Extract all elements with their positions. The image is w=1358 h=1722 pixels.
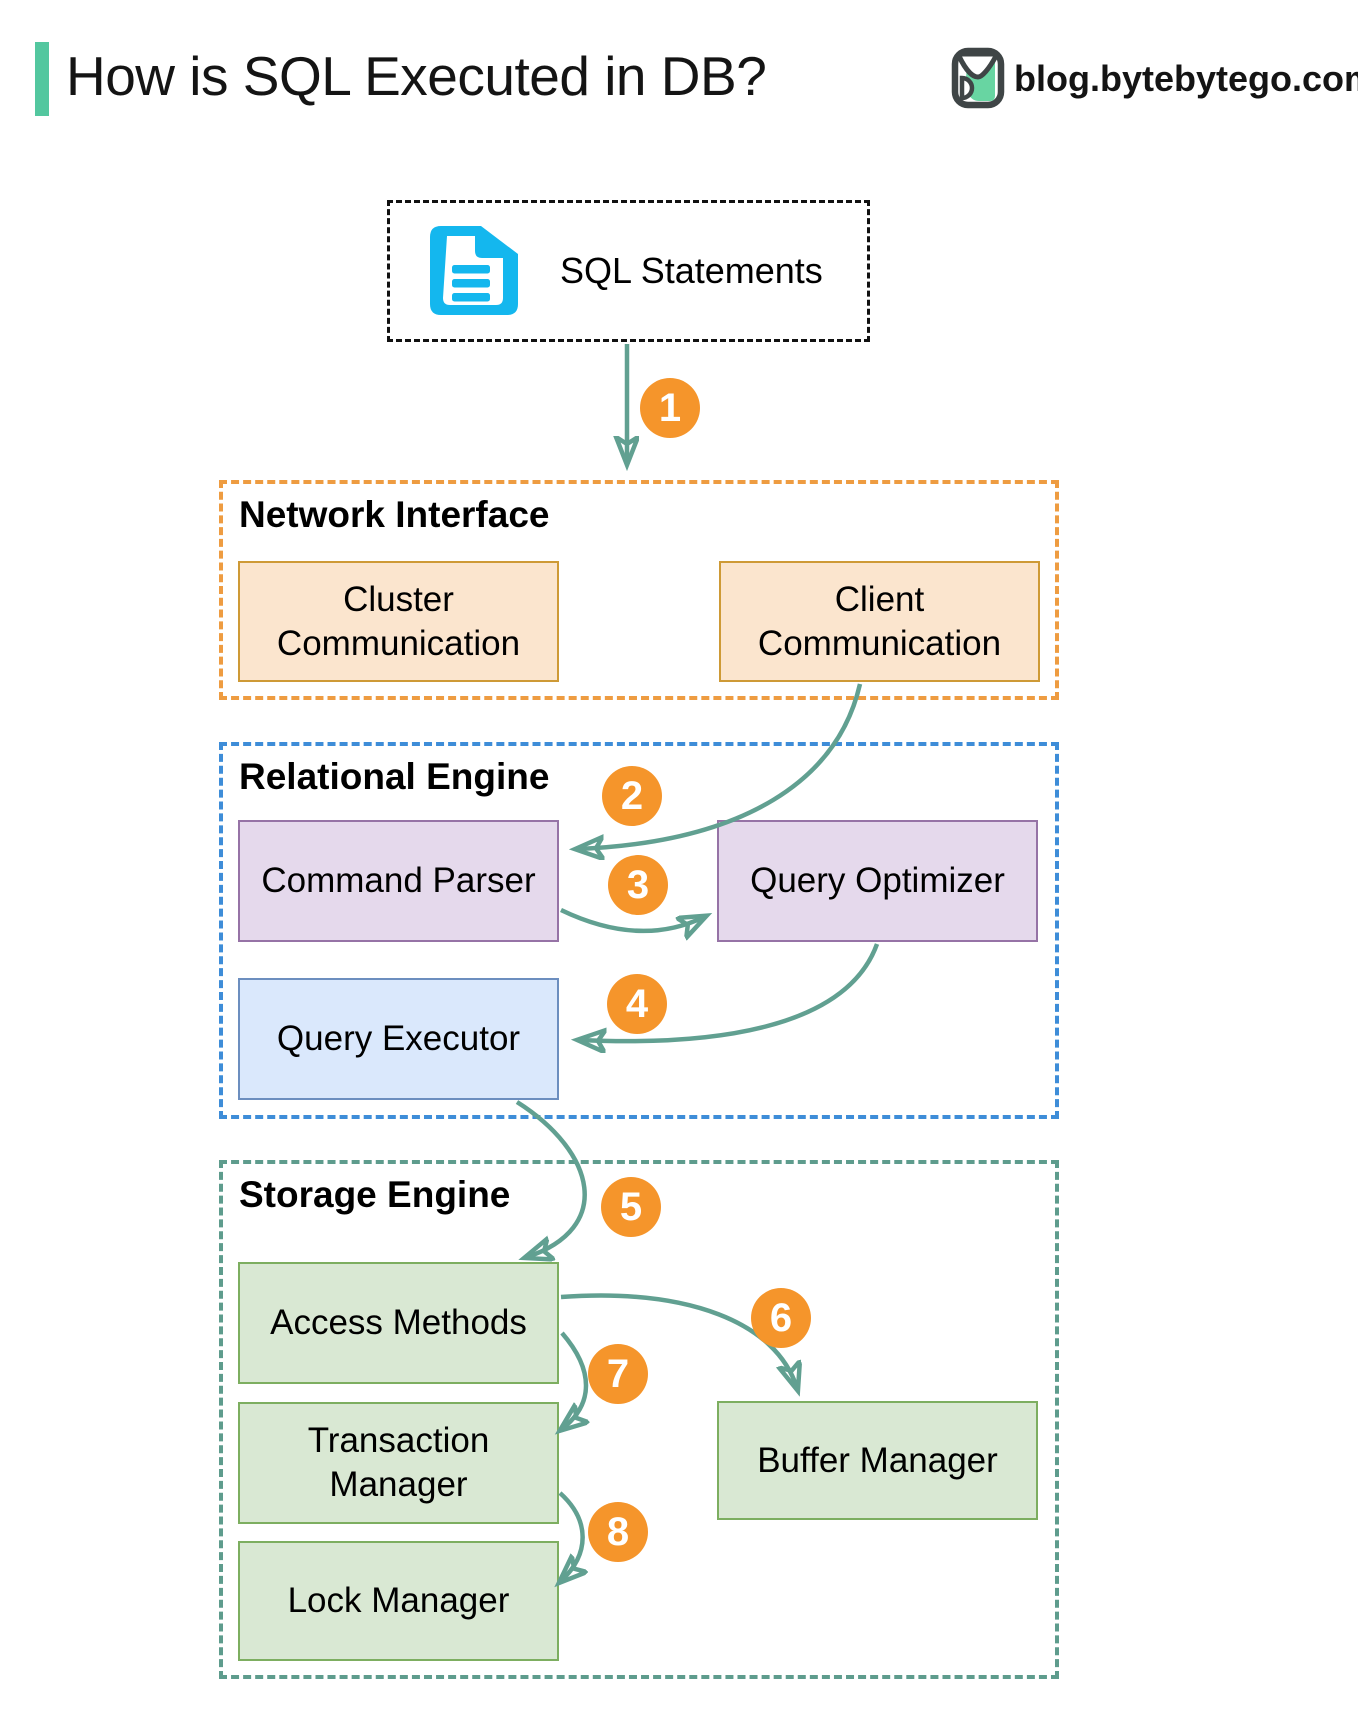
- page-title: How is SQL Executed in DB?: [66, 45, 767, 107]
- box-access-methods: Access Methods: [238, 1262, 559, 1384]
- group-label-storage-engine: Storage Engine: [239, 1174, 511, 1215]
- box-cluster-communication: Cluster Communication: [238, 561, 559, 682]
- box-label: Cluster Communication: [276, 579, 521, 663]
- group-relational-engine: Relational Engine: [219, 742, 1059, 1119]
- box-label: Query Optimizer: [750, 861, 1005, 900]
- bytebytego-logo-icon: [951, 47, 1005, 109]
- box-label: Access Methods: [270, 1303, 527, 1342]
- step-badge-3: 3: [608, 855, 668, 915]
- title-accent-bar: [35, 42, 49, 116]
- sql-statements-label: SQL Statements: [560, 250, 823, 291]
- box-client-communication: Client Communication: [719, 561, 1040, 682]
- box-buffer-manager: Buffer Manager: [717, 1401, 1038, 1520]
- box-label: Transaction Manager: [307, 1421, 490, 1504]
- document-icon: [430, 226, 518, 315]
- group-label-relational-engine: Relational Engine: [239, 756, 550, 797]
- box-lock-manager: Lock Manager: [238, 1541, 559, 1661]
- site-label: blog.bytebytego.com: [1014, 58, 1358, 99]
- step-badge-1: 1: [640, 378, 700, 438]
- box-label: Client Communication: [757, 579, 1002, 663]
- group-label-network-interface: Network Interface: [239, 494, 550, 535]
- group-storage-engine: Storage Engine: [219, 1160, 1059, 1679]
- box-transaction-manager: Transaction Manager: [238, 1402, 559, 1524]
- step-badge-6: 6: [751, 1288, 811, 1348]
- box-query-optimizer: Query Optimizer: [717, 820, 1038, 942]
- box-command-parser: Command Parser: [238, 820, 559, 942]
- step-badge-8: 8: [588, 1502, 648, 1562]
- step-badge-2: 2: [602, 766, 662, 826]
- box-label: Command Parser: [261, 861, 536, 900]
- step-badge-7: 7: [588, 1344, 648, 1404]
- step-badge-4: 4: [607, 974, 667, 1034]
- step-badge-5: 5: [601, 1177, 661, 1237]
- box-query-executor: Query Executor: [238, 978, 559, 1100]
- box-label: Buffer Manager: [757, 1440, 998, 1480]
- box-label: Query Executor: [276, 1019, 521, 1058]
- sql-statements-box: SQL Statements: [387, 200, 870, 342]
- box-label: Lock Manager: [287, 1581, 510, 1620]
